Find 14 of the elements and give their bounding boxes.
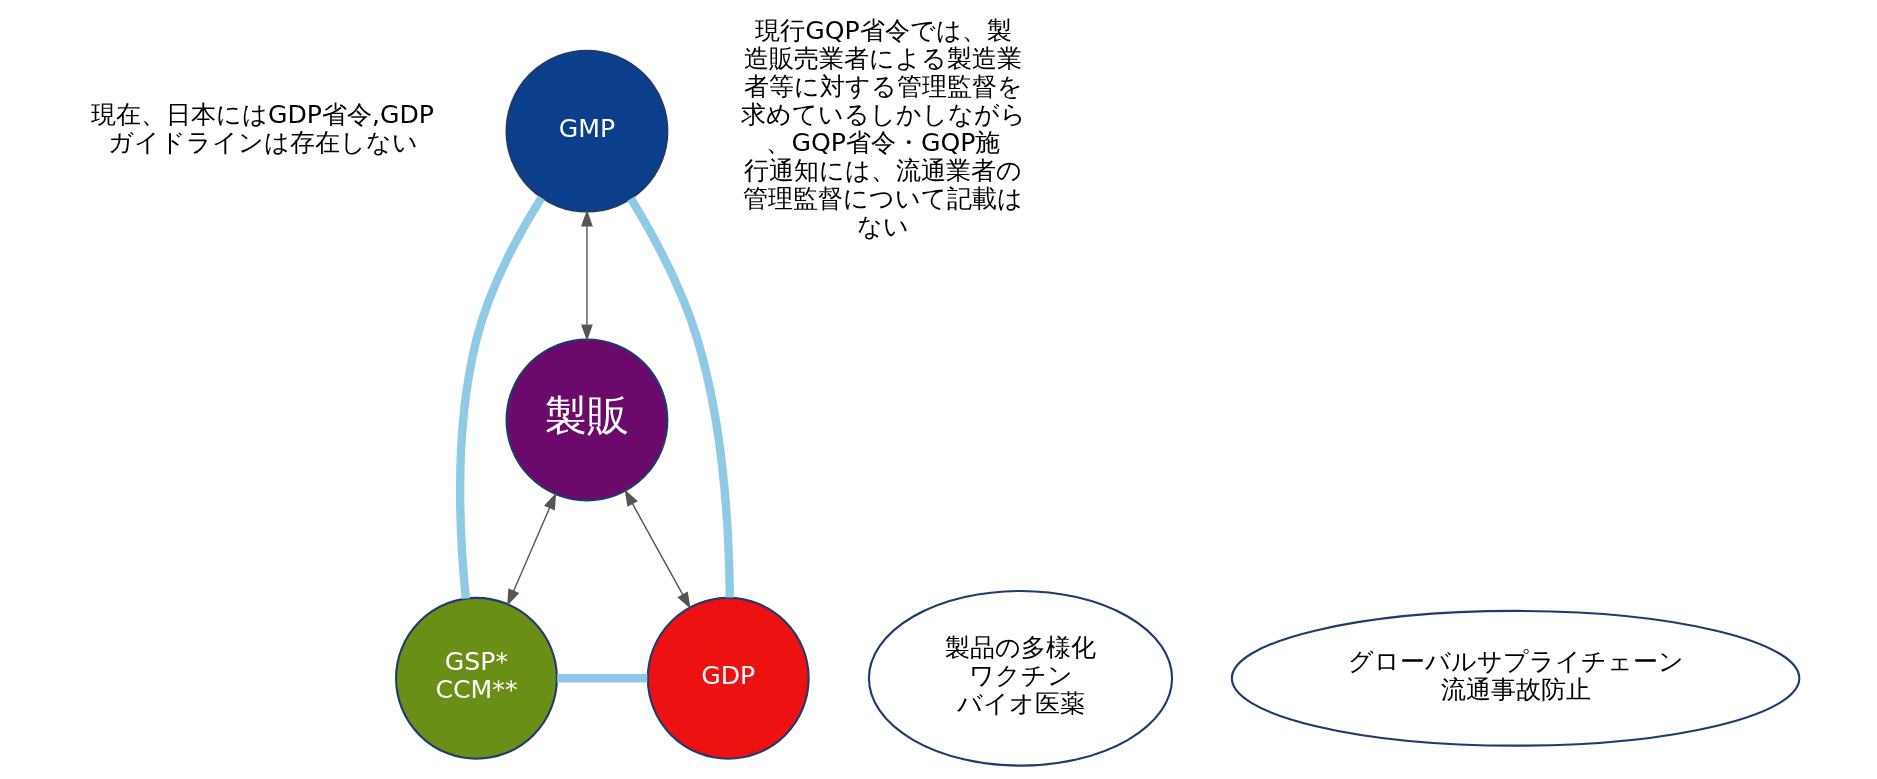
node-ellipse: グローバルサプライチェーン 流通事故防止 [1230, 609, 1800, 747]
node-circle: 製販 [505, 338, 668, 502]
label: 現在、日本にはGDP省令,GDPガイドラインは存在しない [90, 100, 434, 158]
node-circle: GMP [505, 49, 668, 213]
arrow [624, 489, 691, 609]
node-ellipse: 製品の多様化 ワクチン バイオ医薬 [867, 589, 1173, 767]
connector [626, 196, 734, 598]
connector [455, 195, 545, 599]
connector [556, 674, 647, 683]
label: 現行GQP省令では、製造販売業者による製造業者等に対する管理監督を求めているしかしながら、GQP省令・GQP施行通知には、流通業者の管理監督について記載はない [740, 16, 1026, 242]
arrow [506, 492, 556, 607]
node-circle: GSP* CCM** [394, 596, 558, 760]
node-circle: GDP [646, 596, 810, 760]
arrow [580, 209, 593, 342]
